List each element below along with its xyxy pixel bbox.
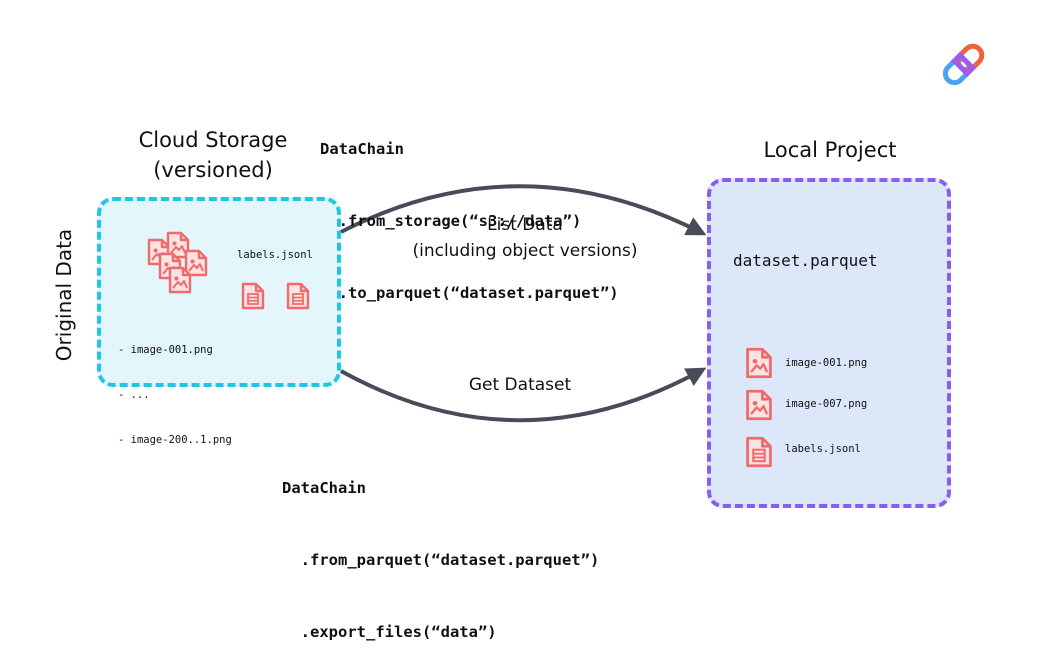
local-file-label: labels.jsonl bbox=[785, 443, 861, 455]
list-data-caption: List Data bbox=[487, 215, 563, 235]
chain-link-logo-icon bbox=[942, 43, 985, 86]
local-file-label: image-007.png bbox=[785, 398, 868, 410]
code-line: .from_storage(“s3://data”) bbox=[320, 212, 582, 230]
list-item: - ... bbox=[118, 389, 150, 401]
list-data-subcaption: (including object versions) bbox=[412, 241, 638, 261]
image-file-icon bbox=[746, 347, 772, 379]
code-line: .from_parquet(“dataset.parquet”) bbox=[282, 551, 600, 569]
diagram-graphics bbox=[147, 43, 985, 468]
code-line: DataChain bbox=[282, 479, 366, 497]
text-file-icon bbox=[241, 282, 265, 310]
list-item: - image-001.png bbox=[118, 344, 213, 356]
dataset-parquet-label: dataset.parquet bbox=[733, 251, 878, 270]
code-line: DataChain bbox=[320, 140, 404, 158]
list-data-arrow bbox=[340, 184, 707, 236]
code-top: DataChain .from_storage(“s3://data”) .to… bbox=[320, 89, 619, 329]
image-file-icon bbox=[168, 266, 192, 294]
code-bottom: DataChain .from_parquet(“dataset.parquet… bbox=[282, 428, 599, 668]
local-project-title: Local Project bbox=[763, 138, 897, 162]
cloud-storage-title: Cloud Storage bbox=[138, 128, 288, 152]
text-file-icon bbox=[746, 436, 772, 468]
image-file-icon bbox=[184, 249, 208, 277]
get-dataset-caption: Get Dataset bbox=[468, 375, 572, 395]
labels-jsonl-label: labels.jsonl bbox=[237, 249, 313, 261]
list-item: - image-200..1.png bbox=[118, 434, 232, 446]
cloud-file-list: - image-001.png - ... - image-200..1.png bbox=[118, 313, 232, 463]
original-data-label: Original Data bbox=[52, 228, 76, 362]
local-file-label: image-001.png bbox=[785, 357, 868, 369]
get-dataset-arrow bbox=[340, 367, 707, 423]
cloud-storage-subtitle: (versioned) bbox=[153, 158, 273, 182]
text-file-icon bbox=[286, 282, 310, 310]
code-line: .export_files(“data”) bbox=[282, 623, 497, 641]
code-line: .to_parquet(“dataset.parquet”) bbox=[320, 284, 619, 302]
image-file-icon bbox=[746, 389, 772, 421]
